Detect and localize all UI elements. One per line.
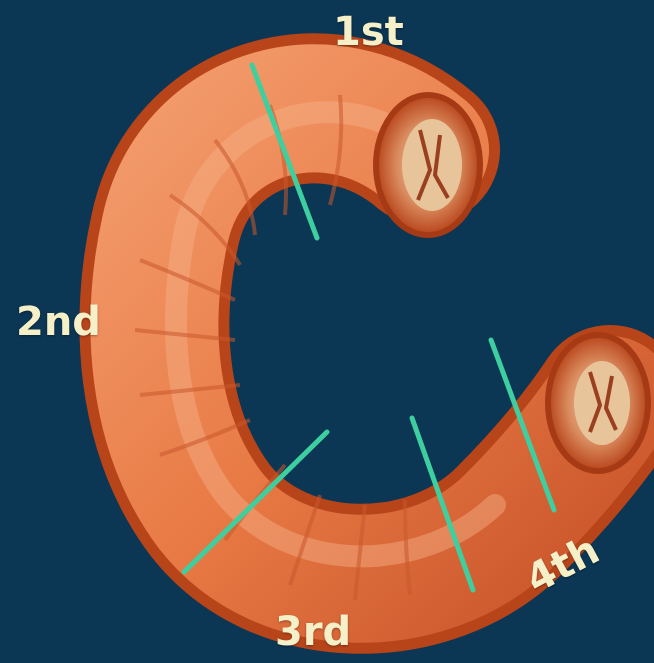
divider-line-3 [409,415,476,593]
part-label-1st: 1st [333,9,404,55]
part-label-2nd: 2nd [16,299,101,345]
duodenum-tube [79,33,654,654]
divider-line-1 [249,62,320,241]
lower-open-end [545,332,651,474]
divider-line-4 [488,337,557,513]
upper-open-end [373,92,483,238]
divider-line-2 [181,429,330,575]
part-label-3rd: 3rd [275,609,352,655]
